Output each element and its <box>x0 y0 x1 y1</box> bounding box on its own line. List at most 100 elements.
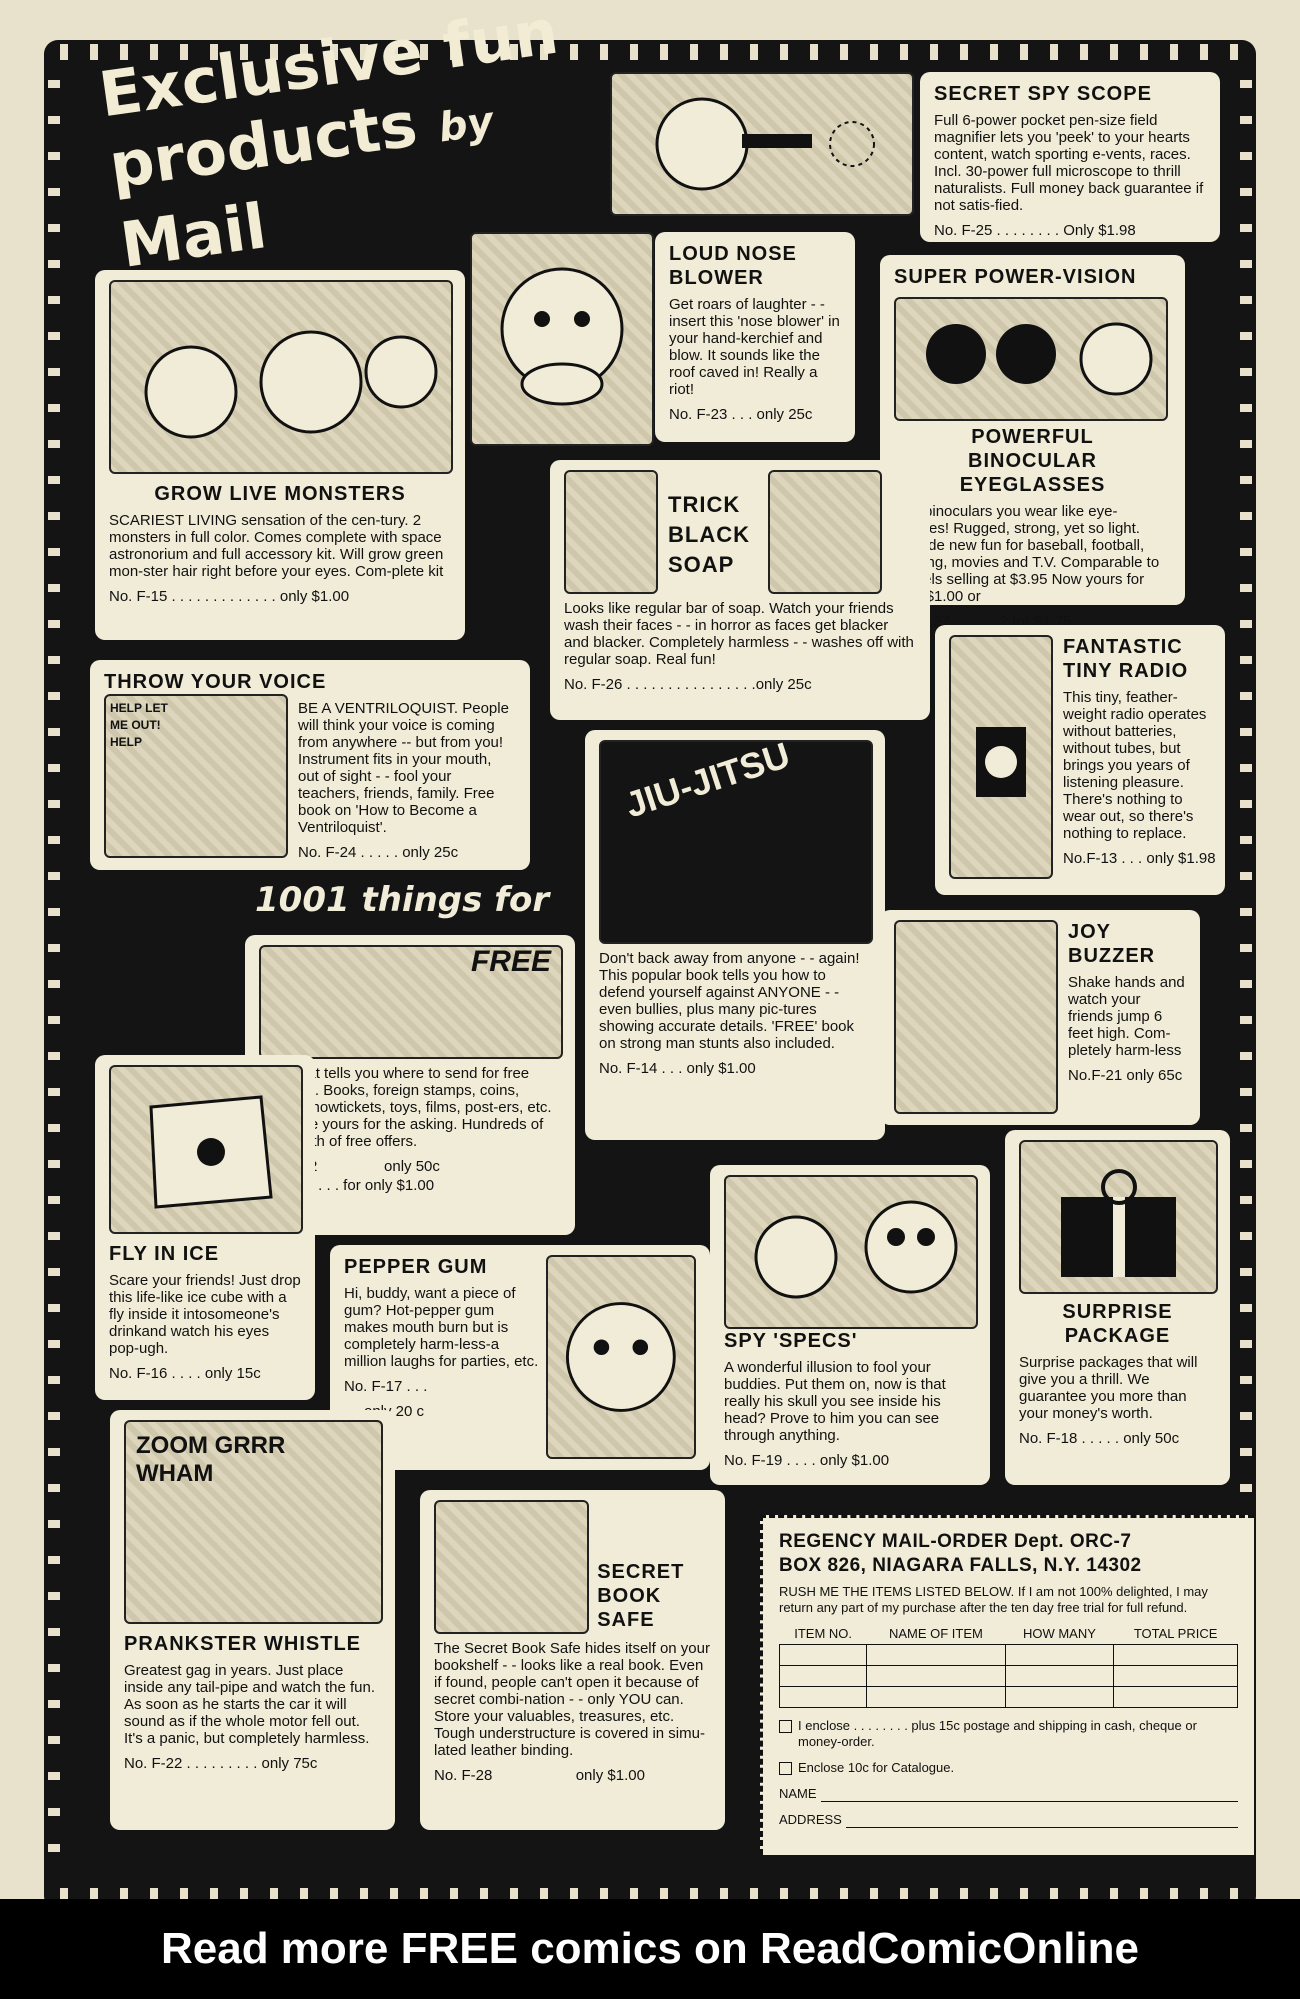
product-buzzer: JOY BUZZER Shake hands and watch your fr… <box>880 910 1200 1125</box>
product-order: No. F-15 . . . . . . . . . . . . . only … <box>109 588 350 605</box>
product-description: Surprise packages that will give you a t… <box>1019 1354 1198 1422</box>
product-title: FLY IN ICE <box>109 1243 220 1265</box>
free-label: FREE <box>470 945 551 978</box>
product-order: No. F-14 . . . only $1.00 <box>599 1060 756 1077</box>
sound-effect-text: ZOOM GRRR WHAM <box>136 1432 286 1487</box>
product-order: No. F-22 . . . . . . . . . only 75c <box>124 1755 318 1772</box>
product-order: No.F-21 only 65c <box>1068 1067 1183 1084</box>
product-radio: FANTASTIC TINY RADIO This tiny, feather-… <box>935 625 1225 895</box>
table-row[interactable] <box>778 1644 1238 1666</box>
product-spy-scope: SECRET SPY SCOPE Full 6-power pocket pen… <box>920 72 1220 242</box>
product-order: No. F-18 . . . . . only 50c <box>1019 1430 1180 1447</box>
product-title: PRANKSTER WHISTLE <box>124 1633 361 1655</box>
catalogue-label: Enclose 10c for Catalogue. <box>798 1760 955 1775</box>
product-description: Scare your friends! Just drop this life-… <box>109 1272 301 1357</box>
book-safe-header: SECRET BOOK SAFE <box>434 1500 711 1634</box>
address-input-line[interactable] <box>845 1812 1238 1828</box>
binocular-glasses-illustration <box>894 297 1168 421</box>
monsters-illustration <box>109 280 453 474</box>
buzzer-body: JOY BUZZER Shake hands and watch your fr… <box>894 920 1186 1114</box>
product-title: TRICK BLACK SOAP <box>668 492 750 577</box>
address-field[interactable]: ADDRESS <box>779 1812 1238 1828</box>
product-order: No. F-19 . . . . only $1.00 <box>724 1452 890 1469</box>
jiujitsu-book-illustration: JIU-JITSU <box>599 734 873 944</box>
product-title: THROW YOUR VOICE <box>104 671 327 693</box>
product-fly-ice: FLY IN ICE Scare your friends! Just drop… <box>95 1055 315 1400</box>
spy-scope-illustration <box>610 72 914 216</box>
soap-washing-illustration <box>564 470 658 594</box>
enclose-payment-option[interactable]: I enclose . . . . . . . . plus 15c posta… <box>779 1718 1238 1750</box>
product-description: BE A VENTRILOQUIST. People will think yo… <box>298 700 509 836</box>
border-ticks-top <box>60 44 1240 60</box>
book-safe-illustration <box>434 1500 590 1634</box>
product-spy-specs: SPY 'SPECS' A wonderful illusion to fool… <box>710 1165 990 1485</box>
column-header: NAME OF ITEM <box>888 1626 983 1641</box>
product-title: SPY 'SPECS' <box>724 1330 858 1352</box>
product-order: No. F-26 . . . . . . . . . . . . . . . .… <box>564 676 812 693</box>
column-header: ITEM NO. <box>794 1626 853 1641</box>
product-description: The binoculars you wear like eye-glasses… <box>894 503 1160 605</box>
name-label: NAME <box>779 1786 817 1801</box>
catalogue-checkbox[interactable] <box>779 1762 792 1775</box>
nose-blower-illustration <box>470 232 654 446</box>
product-title: BOOK SAFE <box>597 1585 662 1631</box>
gift-box-illustration <box>1019 1140 1218 1294</box>
product-title: SURPRISE <box>1062 1301 1173 1323</box>
catalogue-option[interactable]: Enclose 10c for Catalogue. <box>779 1760 1238 1776</box>
free-samples-illustration: FREE <box>259 945 563 1059</box>
product-title: SECRET <box>597 1561 685 1583</box>
free-things-headline: 1001 things for <box>255 880 550 920</box>
enclose-payment-label: I enclose . . . . . . . . plus 15c posta… <box>798 1718 1197 1749</box>
product-description: Don't back away from anyone - - again! T… <box>599 950 860 1052</box>
product-description: Full 6-power pocket pen-size field magni… <box>934 112 1204 214</box>
product-description: A wonderful illusion to fool your buddie… <box>724 1359 946 1444</box>
footer-text[interactable]: Read more FREE comics on ReadComicOnline <box>160 1924 1139 1973</box>
product-title: LOUD NOSE BLOWER <box>669 243 797 289</box>
product-description: Shake hands and watch your friends jump … <box>1068 974 1185 1059</box>
product-whistle: ZOOM GRRR WHAM PRANKSTER WHISTLE Greates… <box>110 1410 395 1830</box>
pepper-gum-body: PEPPER GUM Hi, buddy, want a piece of gu… <box>344 1255 696 1459</box>
product-order: No. F-28 only $1.00 <box>434 1767 645 1784</box>
table-row[interactable] <box>778 1686 1238 1708</box>
product-description: A list that tells you where to send for … <box>259 1065 552 1150</box>
border-ticks-right <box>1240 80 1252 1870</box>
product-subtitle: BINOCULAR EYEGLASSES <box>959 450 1106 496</box>
radio-body: FANTASTIC TINY RADIO This tiny, feather-… <box>949 635 1216 879</box>
table-row[interactable] <box>778 1665 1238 1687</box>
radio-hand-illustration <box>949 635 1053 879</box>
order-table: ITEM NO. NAME OF ITEM HOW MANY TOTAL PRI… <box>778 1624 1238 1708</box>
footer-banner[interactable]: Read more FREE comics on ReadComicOnline <box>0 1899 1300 1999</box>
ice-cube-illustration <box>109 1065 303 1234</box>
speech-bubble-text: HELP LET ME OUT! HELP <box>110 701 168 749</box>
order-form-address: BOX 826, NIAGARA FALLS, N.Y. 14302 <box>779 1555 1142 1576</box>
product-title: PEPPER GUM <box>344 1256 488 1278</box>
product-description: Get roars of laughter - - insert this 'n… <box>669 296 840 398</box>
black-soap-header: TRICK BLACK SOAP <box>564 470 916 594</box>
order-form-instructions: RUSH ME THE ITEMS LISTED BELOW. If I am … <box>779 1584 1208 1615</box>
product-order: No.F-13 . . . only $1.98 <box>1063 850 1216 867</box>
product-power-vision: SUPER POWER-VISION POWERFUL BINOCULAR EY… <box>880 255 1185 630</box>
voice-body: HELP LET ME OUT! HELP BE A VENTRILOQUIST… <box>104 694 516 861</box>
name-input-line[interactable] <box>820 1786 1238 1802</box>
spy-specs-illustration <box>724 1175 978 1329</box>
joy-buzzer-illustration <box>894 920 1058 1114</box>
product-order: No. F-23 . . . only 25c <box>669 406 813 423</box>
product-subtitle: POWERFUL <box>971 426 1094 448</box>
product-order: No. F-17 . . . <box>344 1378 428 1395</box>
ventriloquist-illustration: HELP LET ME OUT! HELP <box>104 694 288 858</box>
name-field[interactable]: NAME <box>779 1786 1238 1802</box>
order-form: REGENCY MAIL-ORDER Dept. ORC-7 BOX 826, … <box>760 1515 1254 1855</box>
column-header: TOTAL PRICE <box>1133 1626 1218 1641</box>
product-description: Greatest gag in years. Just place inside… <box>124 1662 375 1747</box>
border-ticks-left <box>48 80 60 1870</box>
enclose-payment-checkbox[interactable] <box>779 1720 792 1733</box>
product-title: SUPER POWER-VISION <box>894 266 1137 288</box>
product-book-safe: SECRET BOOK SAFE The Secret Book Safe hi… <box>420 1490 725 1830</box>
product-monsters: GROW LIVE MONSTERS SCARIEST LIVING sensa… <box>95 270 465 640</box>
product-order: No. F-16 . . . . only 15c <box>109 1365 261 1382</box>
product-black-soap: TRICK BLACK SOAP Looks like regular bar … <box>550 460 930 720</box>
product-description: Looks like regular bar of soap. Watch yo… <box>564 600 914 668</box>
product-title: PACKAGE <box>1064 1325 1171 1347</box>
pepper-gum-face-illustration <box>546 1255 696 1459</box>
product-title: SECRET SPY SCOPE <box>934 83 1152 105</box>
